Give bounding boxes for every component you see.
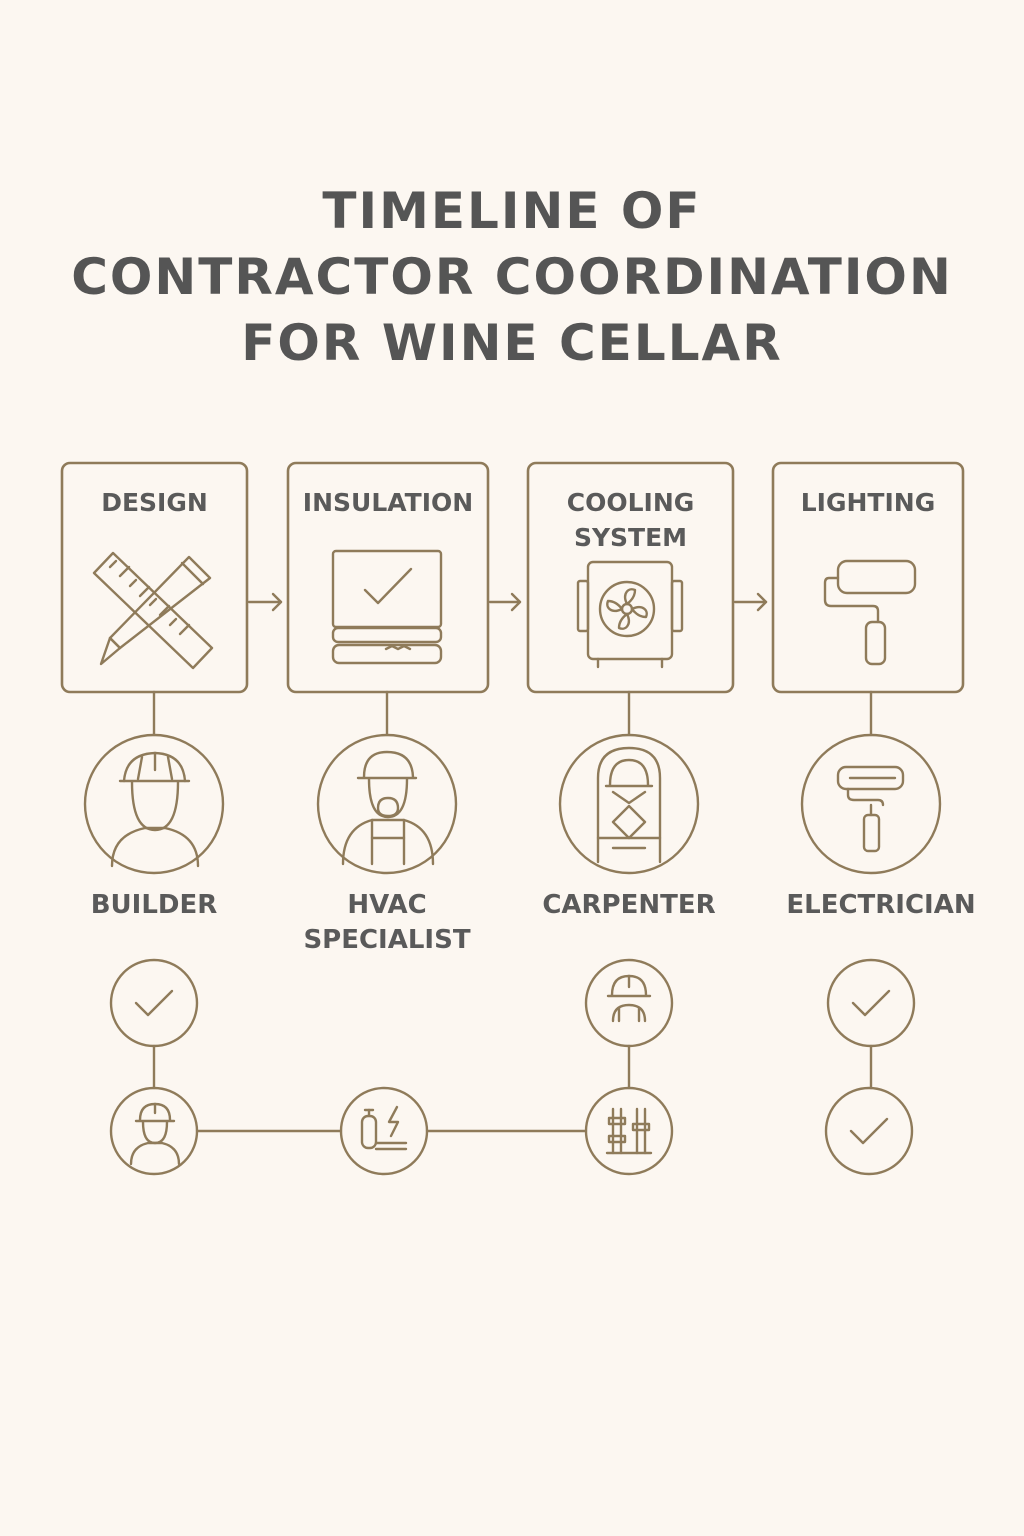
status-node-4 (109, 1086, 199, 1176)
step-arrow-1 (247, 592, 283, 612)
step-role-connectors (152, 690, 873, 737)
step-arrow-3 (733, 592, 768, 612)
insulation-panel-icon (331, 549, 443, 665)
status-node-5 (339, 1086, 429, 1176)
tools-icon (605, 1107, 653, 1155)
status-node-7 (824, 1086, 914, 1176)
step-lighting (771, 461, 965, 694)
check-icon (851, 989, 891, 1017)
role-label-builder: BUILDER (90, 890, 218, 920)
step-label-design: DESIGN (101, 488, 208, 517)
hardhat-icon (606, 974, 652, 1023)
step-cooling-system (526, 461, 735, 694)
status-node-6 (584, 1086, 674, 1176)
role-carpenter (558, 733, 700, 875)
cooling-unit-icon (576, 560, 684, 669)
step-label-lighting: LIGHTING (800, 488, 936, 517)
status-node-2 (584, 958, 674, 1048)
page-title: TIMELINE OF CONTRACTOR COORDINATION FOR … (0, 178, 1024, 376)
role-label-electrician: ELECTRICIAN (786, 890, 976, 920)
worker-icon (129, 1102, 181, 1166)
gas-tank-bolt-icon (360, 1105, 408, 1151)
carpenter-icon (596, 746, 662, 864)
pencil-ruler-icon (92, 551, 214, 670)
title-line-3: FOR WINE CELLAR (241, 314, 783, 372)
step-arrow-2 (488, 592, 522, 612)
role-label-hvac-specialist: HVAC SPECIALIST (303, 890, 471, 955)
title-line-1: TIMELINE OF (322, 182, 702, 240)
status-connectors (152, 1044, 873, 1133)
role-label-carpenter: CARPENTER (542, 890, 716, 920)
title-line-2: CONTRACTOR COORDINATION (71, 248, 953, 306)
role-builder (83, 733, 225, 875)
status-node-1 (109, 958, 199, 1048)
step-label-insulation: INSULATION (302, 488, 474, 517)
check-icon (134, 989, 174, 1017)
paint-roller-icon (823, 559, 917, 666)
hvac-worker-icon (341, 750, 435, 866)
roller-tool-icon (836, 765, 905, 853)
step-label-cooling-system: COOLING SYSTEM (566, 488, 695, 552)
role-hvac-specialist (316, 733, 458, 875)
check-icon (849, 1117, 889, 1145)
builder-hardhat-icon (110, 751, 200, 868)
status-node-3 (826, 958, 916, 1048)
role-electrician (800, 733, 942, 875)
